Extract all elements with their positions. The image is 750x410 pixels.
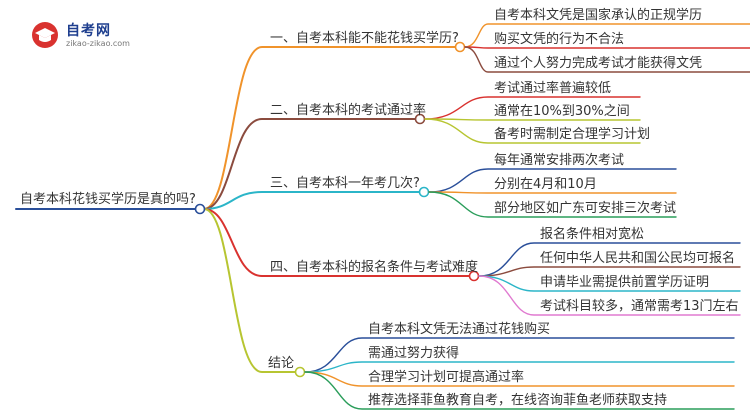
branch-node-5 bbox=[294, 366, 306, 378]
branch-label-1: 一、自考本科能不能花钱买学历? bbox=[270, 31, 459, 46]
leaf-5-2: 需通过努力获得 bbox=[368, 346, 460, 361]
leaf-2-2: 通常在10%到30%之间 bbox=[494, 104, 630, 119]
leaf-5-3: 合理学习计划可提高通过率 bbox=[368, 370, 525, 385]
leaf-2-3: 备考时需制定合理学习计划 bbox=[494, 127, 651, 142]
leaf-4-3: 申请毕业需提供前置学历证明 bbox=[540, 275, 710, 290]
logo-title: 自考网 bbox=[66, 23, 111, 39]
branch-connector-5 bbox=[203, 208, 296, 373]
branch-label-5: 结论 bbox=[268, 356, 295, 371]
leaf-1-3: 通过个人努力完成考试才能获得文凭 bbox=[494, 56, 703, 71]
branch-label-3: 三、自考本科一年考几次? bbox=[270, 176, 420, 191]
leaf-4-1: 报名条件相对宽松 bbox=[540, 227, 645, 242]
leaf-connector-5-4 bbox=[304, 371, 735, 410]
leaf-connector-1-1 bbox=[464, 23, 750, 48]
leaf-connector-5-3 bbox=[304, 371, 735, 387]
leaf-5-1: 自考本科文凭无法通过花钱购买 bbox=[368, 322, 551, 337]
leaf-connector-1-3 bbox=[464, 46, 750, 73]
leaf-5-4: 推荐选择菲鱼教育自考，在线咨询菲鱼老师获取支持 bbox=[368, 393, 668, 408]
leaf-4-4: 考试科目较多，通常需考13门左右 bbox=[540, 299, 739, 314]
logo: 自考网 zikao-zikao.com bbox=[30, 18, 150, 54]
branch-node-3 bbox=[418, 186, 430, 198]
leaf-3-2: 分别在4月和10月 bbox=[494, 177, 597, 192]
leaf-connector-2-3 bbox=[424, 118, 641, 144]
leaf-connector-4-4 bbox=[478, 275, 741, 316]
leaf-connector-3-1 bbox=[428, 168, 677, 193]
leaf-3-3: 部分地区如广东可安排三次考试 bbox=[494, 201, 677, 216]
branch-connector-1 bbox=[203, 46, 456, 210]
leaf-connector-5-1 bbox=[304, 337, 735, 373]
root-node bbox=[194, 203, 206, 215]
branch-label-4: 四、自考本科的报名条件与考试难度 bbox=[270, 260, 479, 275]
leaf-2-1: 考试通过率普遍较低 bbox=[494, 81, 612, 96]
branch-label-2: 二、自考本科的考试通过率 bbox=[270, 103, 427, 118]
leaf-connector-4-1 bbox=[478, 242, 741, 277]
leaf-connector-3-3 bbox=[428, 191, 677, 218]
root-topic: 自考本科花钱买学历是真的吗? bbox=[20, 192, 196, 207]
leaf-connector-5-2 bbox=[304, 361, 735, 373]
leaf-connector-4-3 bbox=[478, 275, 741, 292]
branch-connector-2 bbox=[203, 118, 416, 210]
graduation-cap-icon bbox=[32, 22, 58, 48]
leaf-connector-4-2 bbox=[478, 266, 741, 277]
leaf-1-1: 自考本科文凭是国家承认的正规学历 bbox=[494, 8, 703, 23]
branch-connector-3 bbox=[203, 191, 420, 210]
leaf-4-2: 任何中华人民共和国公民均可报名 bbox=[540, 251, 736, 266]
branch-connector-4 bbox=[203, 208, 470, 277]
leaf-3-1: 每年通常安排两次考试 bbox=[494, 153, 625, 168]
leaf-connector-2-1 bbox=[424, 96, 641, 120]
leaf-1-2: 购买文凭的行为不合法 bbox=[494, 32, 625, 47]
logo-subtitle: zikao-zikao.com bbox=[66, 39, 130, 48]
